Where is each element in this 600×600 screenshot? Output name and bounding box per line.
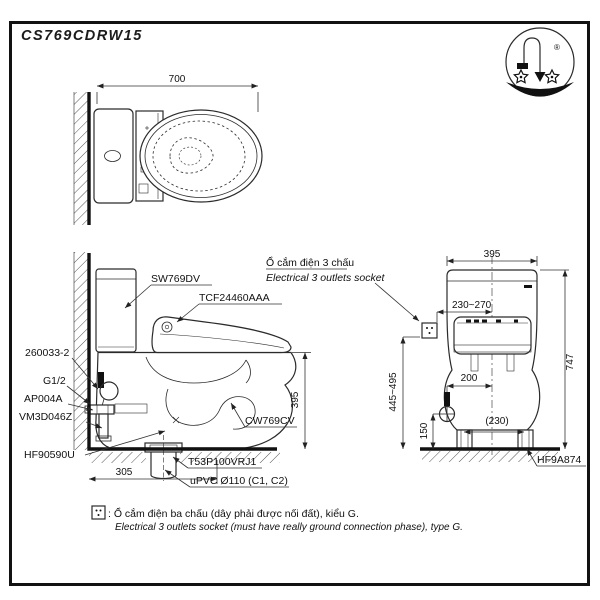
label-sw769dv: SW769DV — [151, 273, 200, 285]
registered-mark: ® — [554, 43, 560, 52]
wall-hatch — [74, 252, 88, 450]
label-cw769cv: CW769CV — [245, 415, 295, 427]
socket-leader — [374, 282, 420, 322]
seat-gasket — [453, 344, 532, 353]
bolt — [470, 353, 479, 372]
drawing-border — [9, 21, 590, 586]
legend-note-en: Electrical 3 outlets socket (must have r… — [115, 522, 463, 533]
dim-200-label: 200 — [461, 373, 478, 384]
washlet-side — [151, 316, 292, 354]
dim-395-side-label: 395 — [290, 391, 301, 408]
legend-note-vi: : Ổ cắm điện ba chấu (dây phải được nối … — [108, 507, 359, 520]
dim-700-label: 700 — [169, 74, 186, 85]
label-vm3d046z: VM3D046Z — [19, 411, 73, 423]
water-drop-arrow-icon — [534, 72, 546, 82]
side-view: 395 305 SW769DV TCF24460AAA Ổ cắm điện 3… — [19, 252, 420, 488]
label-260033-2: 260033-2 — [25, 347, 70, 359]
label-ap004a: AP004A — [24, 393, 63, 405]
seat-opening-hidden-line — [152, 120, 246, 192]
bolt — [506, 353, 515, 372]
fixing-bolt — [98, 372, 104, 388]
label-hf90590u: HF90590U — [24, 449, 75, 461]
dim-230-270-label: 230~270 — [452, 300, 492, 311]
angle-valve-body — [89, 404, 115, 415]
label-upvc-drain: uPVC Ø110 (C1, C2) — [190, 475, 288, 487]
model-code-title: CS769CDRW15 — [21, 28, 143, 44]
label-tcf24460aaa: TCF24460AAA — [199, 292, 270, 304]
dim-747-label: 747 — [565, 353, 576, 370]
label-g12: G1/2 — [43, 375, 66, 387]
dim-445-495-label: 445~495 — [388, 372, 399, 412]
flower-icon — [512, 68, 530, 84]
faucet-icon — [523, 37, 541, 73]
floor-hatch — [180, 452, 280, 463]
socket-note-vi: Ổ cắm điện 3 chấu — [266, 256, 354, 269]
supply-pipe — [98, 413, 109, 439]
water-saving-logo: ® — [505, 27, 575, 97]
foot — [517, 429, 534, 449]
label-t53p100vrj1: T53P100VRJ1 — [188, 456, 256, 468]
dim-395-rear-label: 395 — [484, 249, 501, 260]
foot — [456, 429, 473, 449]
legend: : Ổ cắm điện ba chấu (dây phải được nối … — [91, 505, 463, 533]
socket-symbol-key — [91, 505, 106, 520]
mounting-coil — [114, 403, 148, 414]
valve-bolt — [444, 392, 450, 406]
label-hf9a874: HF9A874 — [537, 454, 582, 466]
wall-hatch — [74, 92, 88, 225]
tank-side — [95, 268, 137, 353]
floor-hatch — [422, 451, 558, 462]
faucet-spout — [517, 63, 528, 69]
dim-230-bolt-label: (230) — [485, 416, 508, 427]
washlet-rear — [453, 316, 532, 355]
rear-view: 395 747 230~270 445~495 200 150 (230) HF… — [388, 249, 586, 467]
wall-floor-line — [87, 253, 277, 451]
flush-button — [104, 150, 121, 162]
water-surface-hidden-line — [169, 137, 214, 174]
power-socket-symbol — [421, 322, 438, 339]
floor-hatch — [89, 452, 146, 463]
top-view: 700 — [73, 74, 263, 225]
tank-top — [93, 108, 134, 204]
flower-icon — [543, 68, 561, 84]
hose-loop — [99, 381, 119, 401]
socket-note-en: Electrical 3 outlets socket — [266, 272, 386, 284]
trapway-section — [165, 388, 256, 430]
hinge — [161, 321, 173, 333]
basin-icon — [506, 82, 574, 97]
bowl-profile — [95, 351, 297, 449]
dim-305-label: 305 — [116, 467, 133, 478]
dim-150-label: 150 — [419, 422, 430, 439]
